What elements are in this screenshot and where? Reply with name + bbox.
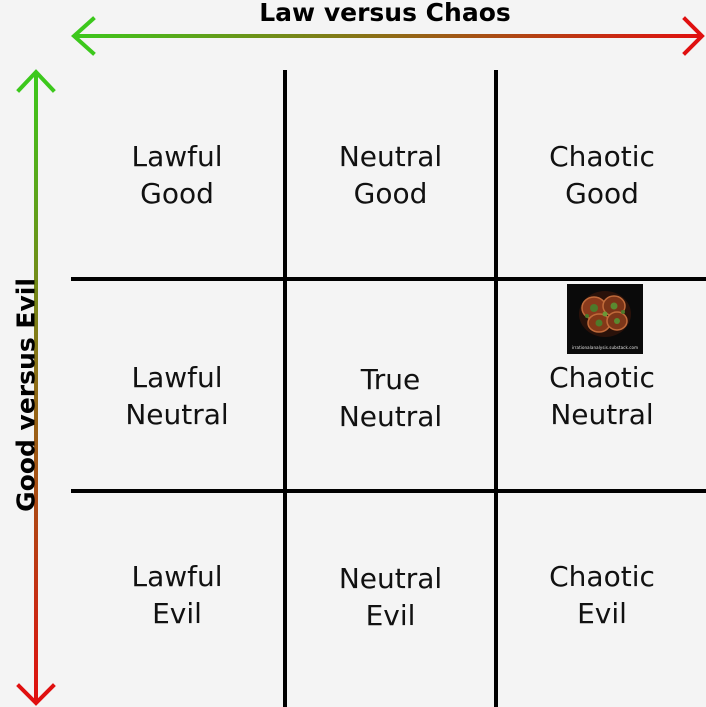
horizontal-axis-arrow [71, 16, 705, 56]
cell-line-1: Neutral [338, 561, 443, 595]
cell-line-1: True [360, 363, 421, 396]
grid-line-horizontal-1 [71, 277, 706, 281]
cell-cluster-icon [579, 291, 631, 337]
vertical-axis-arrow [16, 69, 56, 706]
cell-line-1: Lawful [131, 139, 223, 173]
cell-thumbnail-image: irrationalanalysis.substack.com [567, 284, 643, 354]
cell-line-1: Chaotic [549, 139, 655, 173]
grid-line-vertical-1 [283, 70, 287, 707]
cell-line-2: Evil [152, 596, 202, 630]
cell-line-1: Chaotic [549, 559, 655, 593]
cell-line-2: Evil [577, 596, 627, 630]
cell-line-2: Good [565, 176, 639, 210]
cell-line-2: Neutral [125, 398, 229, 431]
vertical-axis-title: Good versus Evil [11, 278, 41, 512]
grid-line-horizontal-2 [71, 489, 706, 493]
cell-line-1: Lawful [131, 559, 223, 593]
cell-line-1: Lawful [131, 361, 223, 394]
horizontal-axis-title: Law versus Chaos [259, 0, 511, 27]
cell-line-1: Chaotic [549, 361, 655, 394]
grid-lines [71, 70, 706, 707]
cell-line-1: Neutral [338, 139, 443, 173]
cell-line-2: Neutral [338, 400, 443, 433]
cell-line-2: Evil [365, 598, 416, 632]
cell-line-2: Good [140, 176, 214, 210]
cell-line-2: Neutral [550, 398, 654, 431]
cell-line-2: Good [353, 176, 428, 210]
thumbnail-caption: irrationalanalysis.substack.com [571, 345, 639, 350]
grid-line-vertical-2 [494, 70, 498, 707]
